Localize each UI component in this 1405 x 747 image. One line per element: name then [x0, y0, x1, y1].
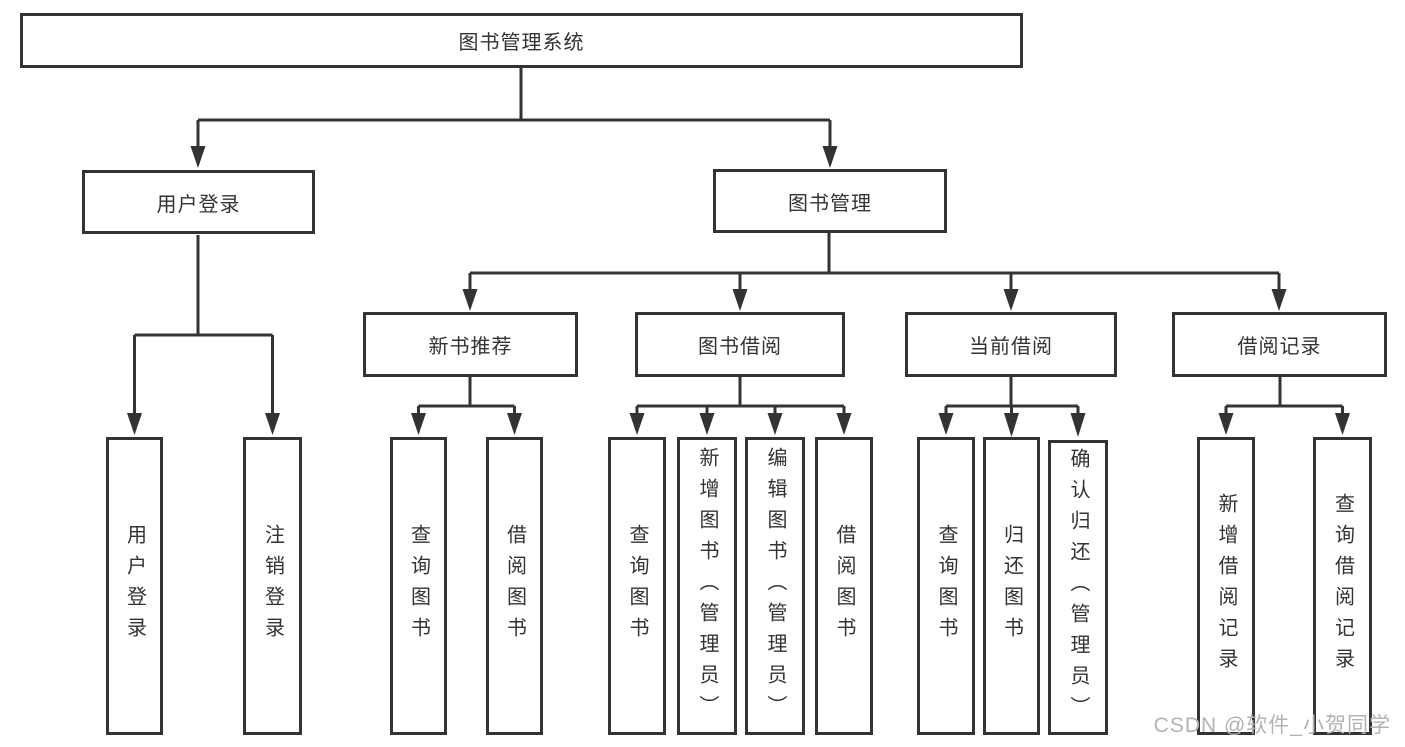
- arrow-down-icon: [127, 413, 142, 435]
- arrow-down-icon: [265, 413, 280, 435]
- leaf-current-return-book-label: 归还图书: [1000, 524, 1023, 648]
- leaf-newbook-borrow-book-label: 借阅图书: [503, 524, 526, 648]
- arrow-down-icon: [462, 289, 478, 311]
- arrow-down-icon: [1004, 413, 1019, 437]
- connector-book-borrow: [635, 377, 846, 417]
- arrow-down-icon: [822, 146, 838, 168]
- leaf-user-login: 用户登录: [106, 437, 163, 735]
- leaf-logout-login-label: 注销登录: [261, 524, 284, 648]
- leaf-current-return-book: 归还图书: [983, 437, 1040, 735]
- node-book-management-label: 图书管理: [788, 192, 872, 215]
- connector-new-book: [417, 377, 516, 417]
- node-user-login-label: 用户登录: [156, 193, 241, 216]
- leaf-borrow-edit-book-admin-label: 编辑图书（管理员）: [764, 446, 786, 726]
- arrow-down-icon: [1271, 289, 1287, 311]
- arrow-down-icon: [190, 146, 206, 168]
- arrow-down-icon: [1070, 413, 1086, 437]
- leaf-records-add-record-label: 新增借阅记录: [1215, 493, 1237, 679]
- arrowheads: [127, 146, 1350, 437]
- leaf-borrow-query-book-label: 查询图书: [626, 524, 648, 648]
- connector-user-login: [133, 235, 274, 417]
- arrow-down-icon: [1335, 413, 1350, 435]
- leaf-newbook-borrow-book: 借阅图书: [486, 437, 543, 735]
- arrow-down-icon: [732, 289, 748, 311]
- leaf-logout-login: 注销登录: [243, 437, 302, 735]
- node-current-borrow-label: 当前借阅: [969, 336, 1053, 358]
- arrow-down-icon: [1003, 289, 1019, 311]
- connector-current-borrow: [944, 377, 1080, 417]
- arrow-down-icon: [1218, 413, 1234, 435]
- leaf-records-query-record: 查询借阅记录: [1313, 437, 1372, 735]
- arrow-down-icon: [938, 413, 954, 435]
- leaf-records-query-record-label: 查询借阅记录: [1331, 493, 1354, 679]
- node-borrow-records: 借阅记录: [1172, 312, 1387, 377]
- leaf-newbook-query-book: 查询图书: [390, 437, 447, 735]
- arrow-down-icon: [767, 413, 783, 435]
- node-root: 图书管理系统: [20, 13, 1023, 68]
- node-root-label: 图书管理系统: [458, 32, 585, 54]
- arrow-down-icon: [507, 413, 522, 435]
- leaf-borrow-edit-book-admin: 编辑图书（管理员）: [745, 437, 805, 735]
- leaf-current-confirm-return-admin: 确认归还（管理员）: [1048, 440, 1108, 735]
- leaf-current-query-book: 查询图书: [917, 437, 975, 735]
- leaf-borrow-query-book: 查询图书: [608, 437, 666, 735]
- leaf-borrow-add-book-admin-label: 新增图书（管理员）: [696, 446, 718, 726]
- node-user-login: 用户登录: [82, 170, 315, 234]
- arrow-down-icon: [699, 413, 715, 435]
- connector-root: [196, 67, 832, 150]
- leaf-records-add-record: 新增借阅记录: [1197, 437, 1255, 735]
- connector-borrow-records: [1224, 377, 1344, 417]
- leaf-borrow-borrow-book: 借阅图书: [815, 437, 873, 735]
- node-new-book-recommend: 新书推荐: [363, 312, 578, 377]
- arrow-down-icon: [836, 413, 852, 435]
- leaf-borrow-borrow-book-label: 借阅图书: [833, 524, 855, 648]
- node-current-borrow: 当前借阅: [905, 312, 1117, 377]
- node-book-borrow-label: 图书借阅: [698, 336, 782, 358]
- arrow-down-icon: [411, 413, 426, 435]
- connector-book-management: [468, 233, 1281, 293]
- node-book-management: 图书管理: [713, 169, 947, 233]
- leaf-current-confirm-return-admin-label: 确认归还（管理员）: [1067, 448, 1089, 727]
- node-borrow-records-label: 借阅记录: [1237, 336, 1322, 358]
- leaf-newbook-query-book-label: 查询图书: [407, 524, 430, 648]
- leaf-borrow-add-book-admin: 新增图书（管理员）: [677, 437, 737, 735]
- node-book-borrow: 图书借阅: [635, 312, 845, 377]
- leaf-current-query-book-label: 查询图书: [935, 524, 957, 648]
- csdn-watermark: CSDN @软件_小贺同学: [1153, 714, 1391, 737]
- node-new-book-recommend-label: 新书推荐: [428, 336, 513, 358]
- arrow-down-icon: [629, 413, 645, 435]
- leaf-user-login-label: 用户登录: [123, 524, 146, 648]
